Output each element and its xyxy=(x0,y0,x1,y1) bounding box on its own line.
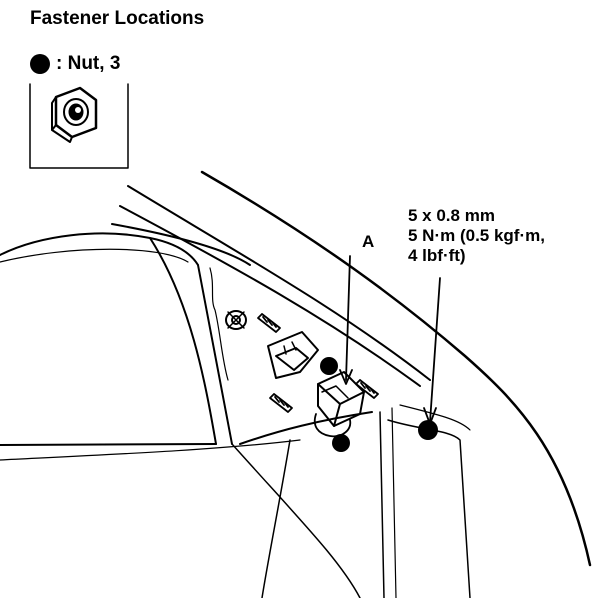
legend-label: : Nut, 3 xyxy=(56,53,121,74)
connector-a xyxy=(313,371,365,438)
torque-spec: 5 x 0.8 mm 5 N·m (0.5 kgf·m, 4 lbf·ft) xyxy=(408,206,545,266)
fastener-legend: : Nut, 3 xyxy=(30,53,120,75)
nut-location-3 xyxy=(418,420,438,440)
threaded-studs xyxy=(257,313,379,413)
spec-thread-size: 5 x 0.8 mm xyxy=(408,206,495,225)
nut-location-2 xyxy=(332,434,350,452)
callout-a-label: A xyxy=(362,232,375,251)
spec-torque-nm: 5 N·m (0.5 kgf·m, xyxy=(408,226,545,245)
nut-detail-inset xyxy=(29,83,129,169)
panel-clip xyxy=(225,310,247,330)
spec-torque-lbfft: 4 lbf·ft) xyxy=(408,246,466,265)
nut-symbol-icon xyxy=(30,54,50,74)
nut-location-1 xyxy=(320,357,338,375)
diagram-title: Fastener Locations xyxy=(30,8,205,29)
body-panel-outline xyxy=(0,170,592,598)
nut-markers xyxy=(320,357,438,452)
callout-leaders xyxy=(339,255,441,425)
connector-bracket xyxy=(267,331,319,379)
